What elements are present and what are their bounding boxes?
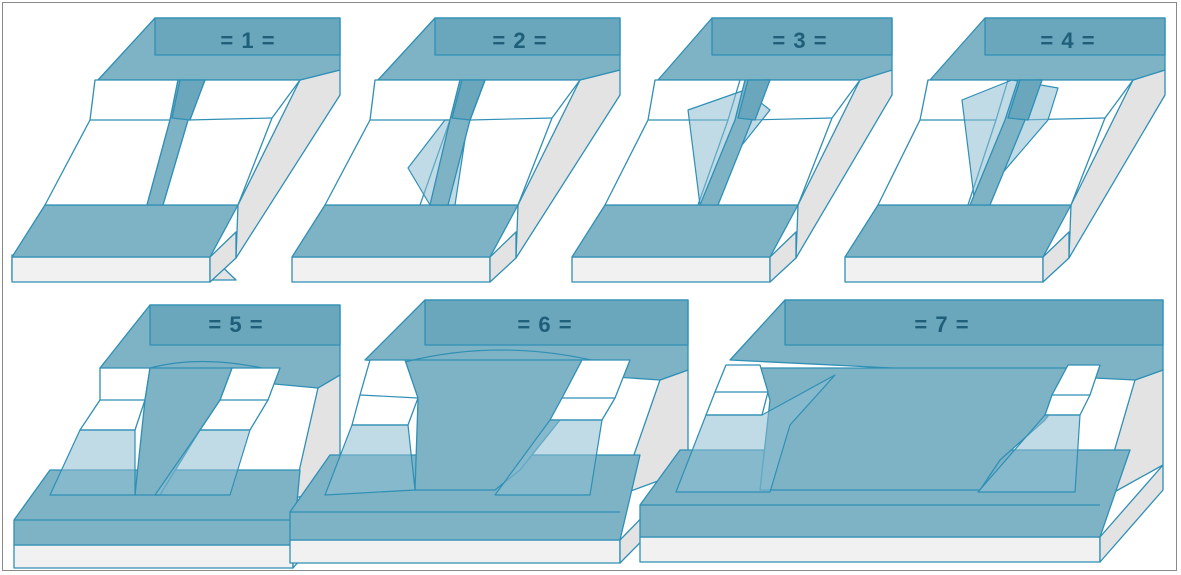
stage-7-label: = 7 = <box>914 312 969 338</box>
reservoir-back-wall <box>785 300 1163 345</box>
dam-left-block <box>706 365 768 415</box>
base-front <box>640 537 1100 562</box>
